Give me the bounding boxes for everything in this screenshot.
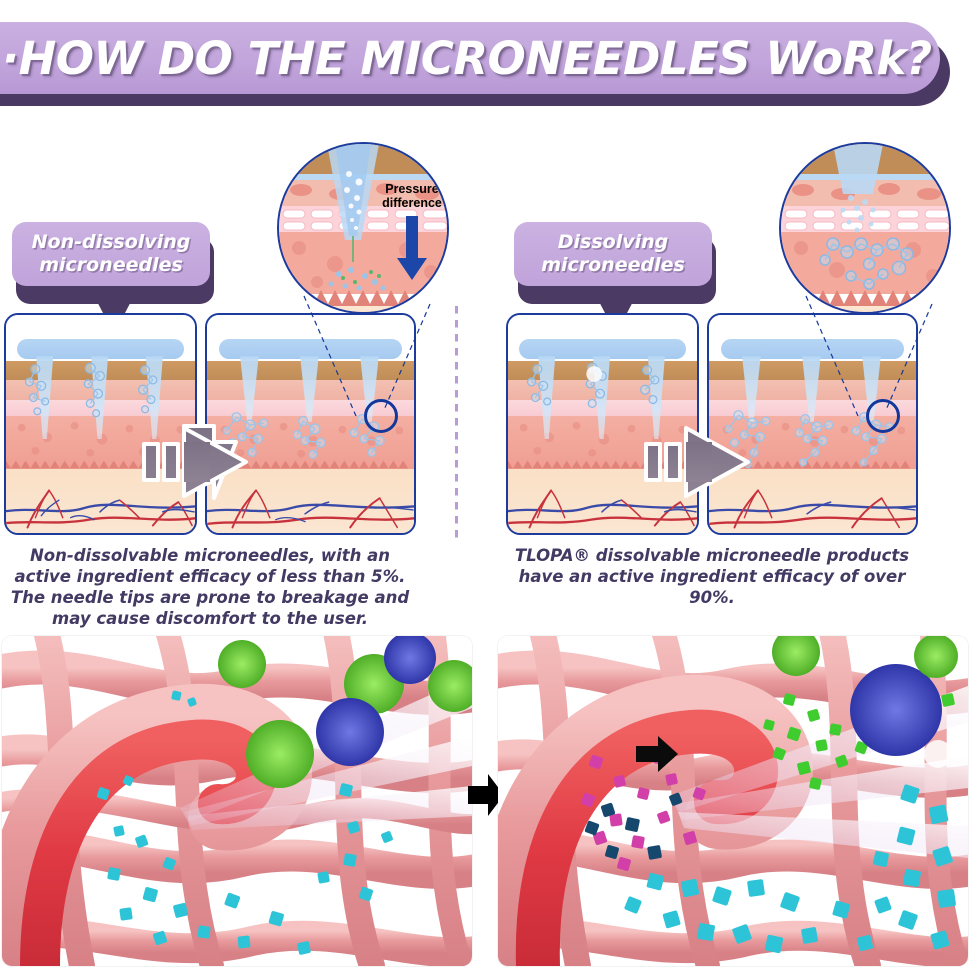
caption-non-dissolving: Non-dissolvable microneedles, with an ac… <box>10 546 410 628</box>
pressure-arrow-down-icon <box>397 216 427 280</box>
pressure-difference-label: Pressure difference <box>382 182 442 210</box>
inset-skin-cross-section <box>781 144 949 312</box>
photo-blood-vessel-after <box>498 636 968 966</box>
skin-layer-subcutaneous <box>709 468 916 533</box>
blood-vessel-network-svg <box>508 489 697 529</box>
skin-layer-subcutaneous <box>207 468 414 533</box>
blood-vessel-network-svg <box>207 489 414 529</box>
microneedle-patch-backing <box>17 338 184 359</box>
section-divider <box>455 306 458 540</box>
magnified-inset-non-dissolving: Pressure difference <box>277 142 449 314</box>
label-text-dissolving: Dissolving microneedles <box>514 222 712 286</box>
label-text-non-dissolving: Non-dissolving microneedles <box>12 222 210 286</box>
title-banner: ·HOW DO THE MICRONEEDLES WoRk? <box>0 22 940 94</box>
label-non-dissolving-microneedles: Non-dissolving microneedles <box>12 222 218 338</box>
photo-left-illustration <box>2 636 472 966</box>
progression-arrow-right <box>644 426 750 498</box>
page-title: ·HOW DO THE MICRONEEDLES WoRk? <box>2 31 932 85</box>
right-arrow-icon <box>468 774 504 816</box>
non-dissolving-skin-before <box>4 313 197 535</box>
drug-molecules-in-needles-svg <box>24 362 158 418</box>
dermis-texture-svg <box>6 422 188 469</box>
blood-vessel-network-svg <box>6 489 195 529</box>
zoom-marker-circle-right <box>866 399 900 433</box>
photo-right-illustration <box>498 636 968 966</box>
drug-molecules-in-needles-svg <box>526 362 660 408</box>
progression-arrow-left <box>142 424 248 500</box>
label-dissolving-microneedles: Dissolving microneedles <box>514 222 720 338</box>
dissolving-skin-before <box>506 313 699 535</box>
magnified-inset-dissolving <box>779 142 951 314</box>
blood-vessel-network-svg <box>709 489 916 529</box>
microneedle-patch-backing <box>519 338 686 359</box>
caption-dissolving: TLOPA® dissolvable microneedle products … <box>514 546 910 607</box>
zoom-marker-circle-left <box>364 399 398 433</box>
photo-blood-vessel-before <box>2 636 472 966</box>
dermis-texture-svg <box>508 422 690 469</box>
